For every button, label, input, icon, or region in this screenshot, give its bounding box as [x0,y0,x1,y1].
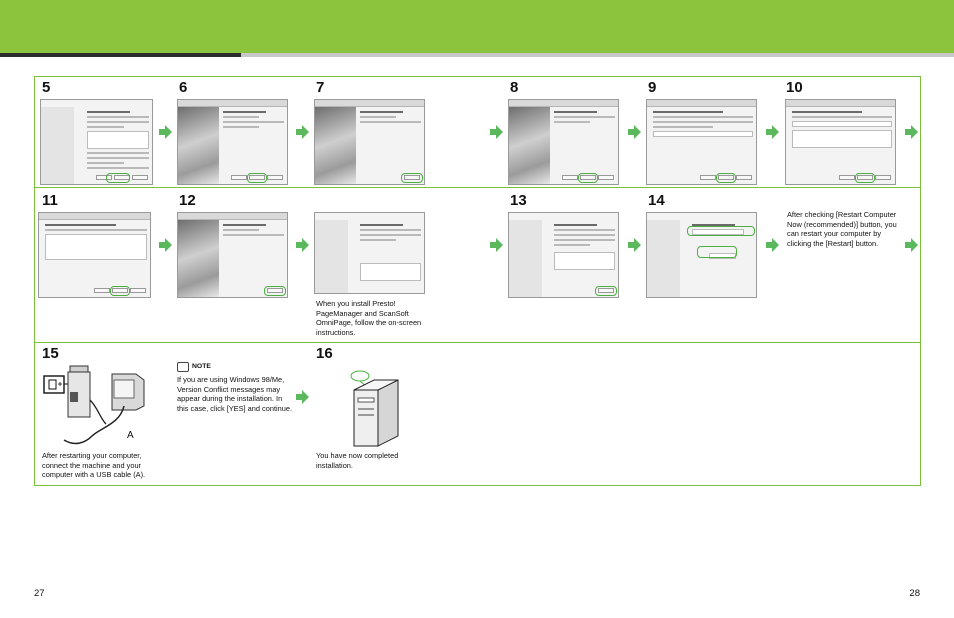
page-number-right: 28 [909,588,920,599]
arrow-right-icon [905,125,918,139]
screenshot-install-progress [508,212,619,298]
screenshot-toolbox-complete [177,212,288,298]
screenshot-start-installation [38,212,151,298]
note-icon [177,362,189,372]
step-number: 14 [648,192,665,209]
arrow-right-icon [766,238,779,252]
arrow-right-icon [905,238,918,252]
arrow-right-icon [490,125,503,139]
screenshot-mf-toolbox-welcome [508,99,619,185]
completion-caption: You have now completed installation. [316,451,399,470]
note-title: NOTE [192,363,211,370]
step-number: 9 [648,79,657,96]
screenshot-program-folder [785,99,896,185]
presto-note: When you install Presto! PageManager and… [316,299,422,337]
computer-illustration [350,370,399,447]
step-number: 10 [786,79,803,96]
row-divider [34,342,921,343]
step-number: 5 [42,79,51,96]
step-number: 13 [510,192,527,209]
arrow-right-icon [159,125,172,139]
screenshot-restart-prompt [646,212,757,298]
step-number: 11 [42,192,58,209]
header-rule-dark [0,53,241,57]
header-rule-light [241,53,954,57]
step-number: 16 [316,345,333,362]
restart-note: After checking [Restart Computer Now (re… [787,210,897,248]
arrow-right-icon [296,238,309,252]
row-divider [34,187,921,188]
screenshot-presto-install [314,212,425,294]
step-number: 8 [510,79,519,96]
step-number: 12 [179,192,196,209]
usb-caption: After restarting your computer, connect … [42,451,146,480]
arrow-right-icon [628,125,641,139]
screenshot-license-agreement [40,99,153,185]
usb-connection-illustration [43,365,145,445]
arrow-right-icon [296,390,309,404]
screenshot-installation-complete [314,99,425,185]
arrow-right-icon [628,238,641,252]
arrow-right-icon [490,238,503,252]
arrow-right-icon [766,125,779,139]
screenshot-welcome-wizard [177,99,288,185]
screenshot-destination-folder [646,99,757,185]
steps-frame [34,76,921,486]
cable-label: A [127,430,134,441]
step-number: 6 [179,79,188,96]
header-band [0,0,954,53]
arrow-right-icon [159,238,172,252]
step-number: 7 [316,79,325,96]
page-number-left: 27 [34,588,45,599]
step-number: 15 [42,345,59,362]
arrow-right-icon [296,125,309,139]
note-text: If you are using Windows 98/Me, Version … [177,375,293,413]
